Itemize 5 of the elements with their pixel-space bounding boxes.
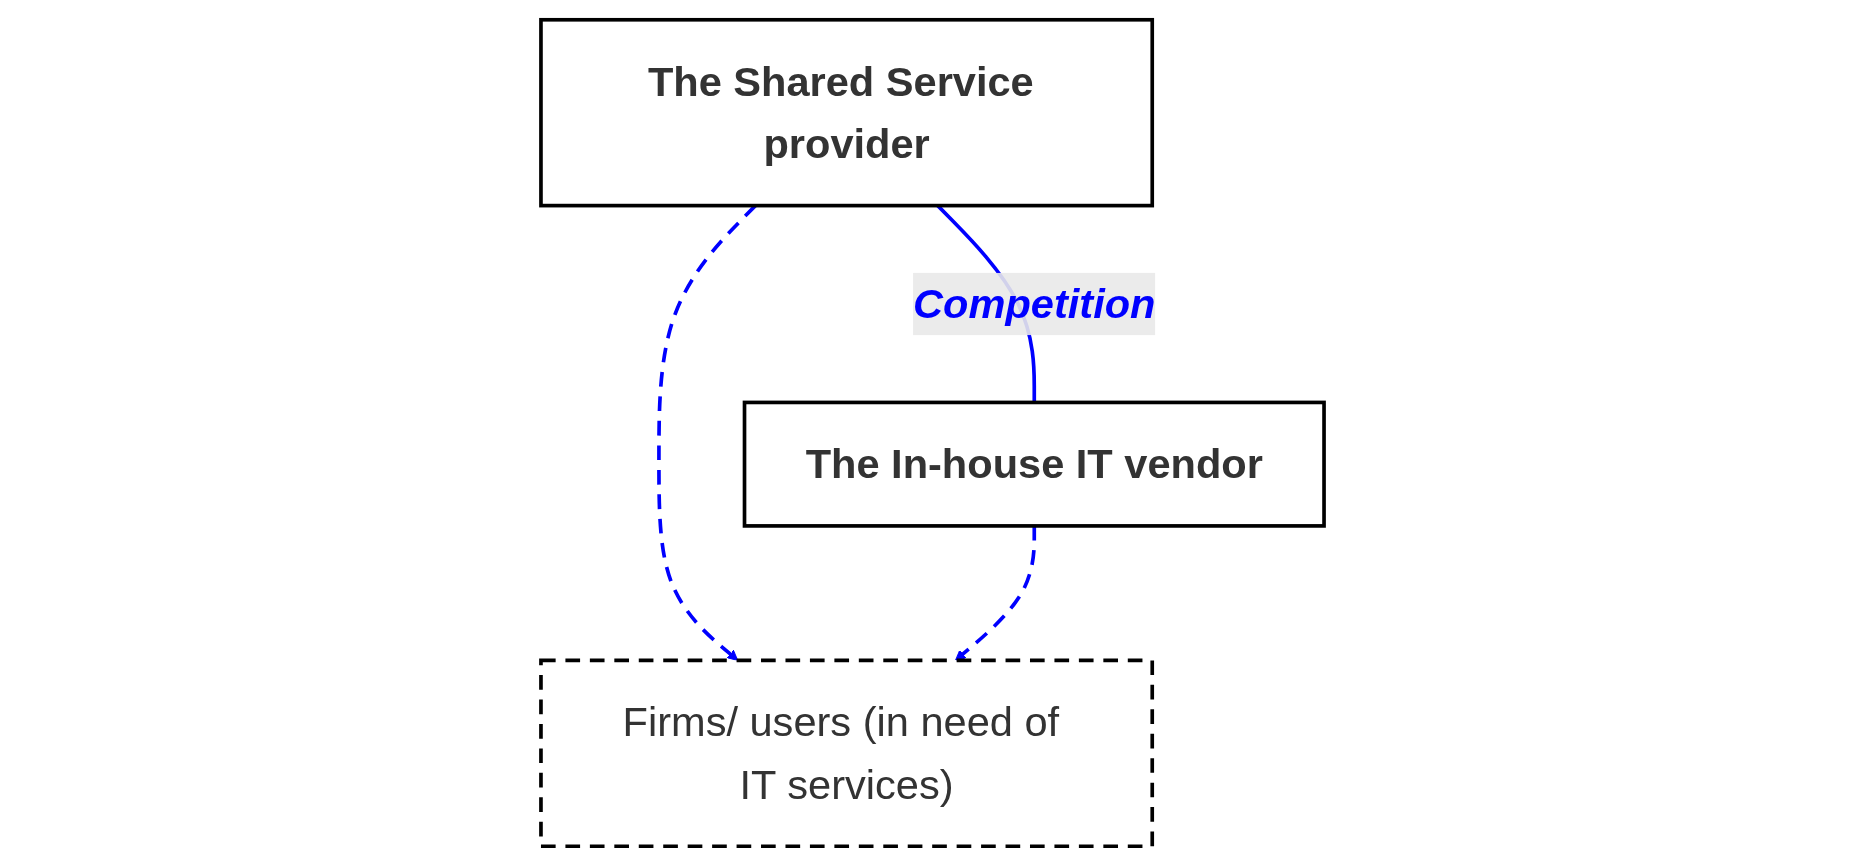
node-box: The In-house IT vendor <box>742 400 1326 528</box>
node-box: Firms/ users (in need of IT services) <box>539 658 1155 849</box>
edge-label: Competition <box>913 280 1156 327</box>
arrow <box>955 525 1037 661</box>
node-box: The Shared Service provider <box>539 17 1155 208</box>
